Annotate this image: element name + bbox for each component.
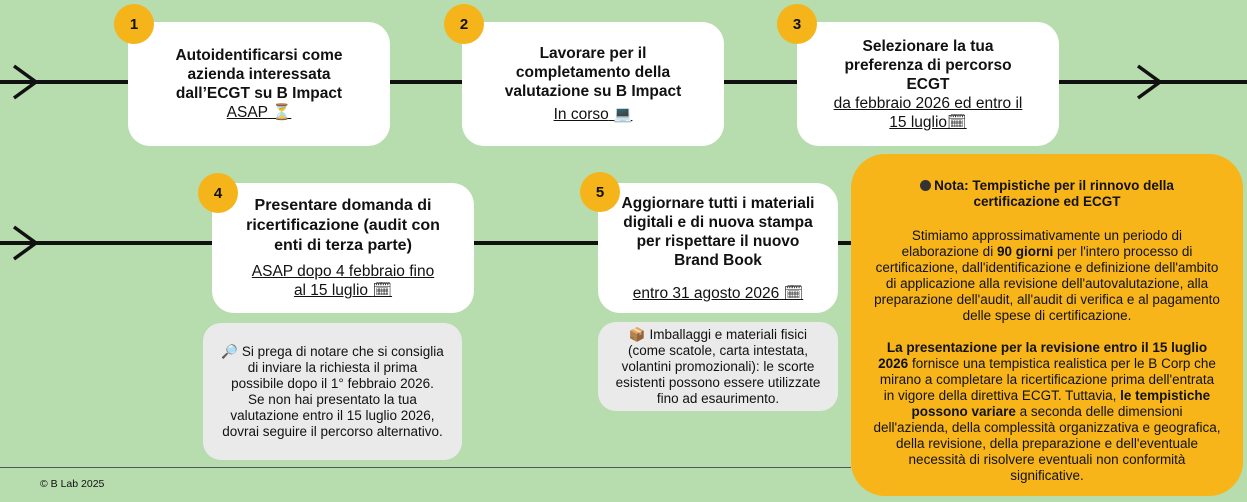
step-badge-3: 3 [777, 4, 817, 44]
step-title: Lavorare per il completamento della valu… [504, 45, 682, 100]
step-card-3: Selezionare la tua preferenza di percors… [797, 22, 1059, 146]
step-title: Autoidentificarsi come azienda interessa… [175, 47, 343, 102]
step-card-5: Aggiornare tutti i materiali digitali e … [598, 183, 838, 313]
step-status: da febbraio 2026 ed entro il 15 luglio🗓 [833, 94, 1023, 131]
footer-divider [0, 467, 851, 468]
step-badge-5: 5 [580, 172, 620, 212]
step-status: entro 31 agosto 2026 🗓 [632, 283, 804, 302]
step-title: Aggiornare tutti i materiali digitali e … [621, 194, 815, 269]
step-card-4: Presentare domanda di ricertificazione (… [212, 183, 474, 313]
timing-note-paragraph-2: La presentazione per la revisione entro … [873, 340, 1221, 483]
laptop-icon: 💻 [613, 105, 633, 123]
step-badge-1: 1 [114, 4, 154, 44]
step-title: Presentare domanda di ricertificazione (… [246, 197, 440, 254]
step-title: Selezionare la tua preferenza di percors… [844, 37, 1012, 93]
step-status: In corso 💻 [553, 105, 633, 123]
copyright: © B Lab 2025 [40, 478, 105, 490]
chevron-right-icon [1136, 64, 1163, 100]
step5-note: 📦 Imballaggi e materiali fisici (come sc… [598, 322, 838, 411]
timing-note: Nota: Tempistiche per il rinnovo della c… [851, 154, 1243, 496]
step-badge-2: 2 [444, 4, 484, 44]
timing-note-title: Nota: Tempistiche per il rinnovo della c… [873, 178, 1221, 210]
calendar-icon: 🗓 [783, 283, 804, 302]
calendar-icon: 🗓 [947, 112, 967, 131]
package-icon: 📦 [628, 326, 646, 343]
timing-note-paragraph-1: Stimiamo approssimativamente un periodo … [874, 228, 1220, 323]
hourglass-icon: ⏳ [272, 103, 292, 121]
chevron-right-icon [12, 64, 39, 100]
step-status: ASAP dopo 4 febbraio fino al 15 luglio 🗓 [251, 263, 435, 299]
calendar-icon: 🗓 [372, 281, 393, 299]
step-card-2: Lavorare per il completamento della valu… [462, 22, 724, 146]
magnifier-icon: 🔎 [221, 343, 239, 360]
step-card-1: Autoidentificarsi come azienda interessa… [128, 22, 390, 146]
chevron-right-icon [12, 225, 39, 261]
step-badge-4: 4 [198, 173, 238, 213]
step4-note: 🔎 Si prega di notare che si consiglia di… [203, 323, 462, 460]
black-circle-icon [920, 180, 932, 191]
step-status: ASAP ⏳ [226, 103, 292, 121]
